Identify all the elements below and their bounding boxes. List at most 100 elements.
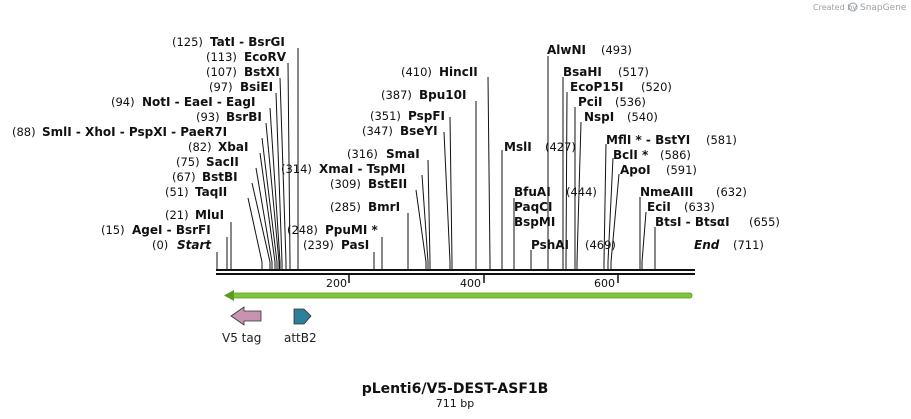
middle-enzyme-labels: (239) PasI (248) PpuMI * (285) BmrI (309… (281, 65, 576, 252)
enzyme-xbai: XbaI (218, 140, 248, 154)
site-num-314: (314) (281, 162, 312, 176)
site-num-410: (410) (401, 65, 432, 79)
enzyme-bfuai: BfuAI (514, 185, 551, 199)
enzyme-paqci: PaqCI (514, 200, 552, 214)
site-num-632: (632) (716, 185, 747, 199)
site-num-444: (444) (566, 185, 597, 199)
site-num-469: (469) (585, 238, 616, 252)
enzyme-smai: SmaI (386, 147, 420, 161)
enzyme-bstbi: BstBI (202, 170, 238, 184)
enzyme-alwni: AlwNI (547, 43, 586, 57)
site-num-517: (517) (618, 65, 649, 79)
site-num-51: (51) (165, 185, 189, 199)
right-enzyme-labels: AlwNI (493) BsaHI (517) EcoP15I (520) Pc… (514, 43, 780, 252)
snapgene-logo-icon (848, 2, 858, 12)
feature-v5-tag[interactable]: V5 tag (222, 306, 262, 345)
site-num-316: (316) (347, 147, 378, 161)
site-num-591: (591) (666, 163, 697, 177)
enzyme-bsrbi: BsrBI (226, 110, 262, 124)
site-num-711: (711) (733, 238, 764, 252)
enzyme-tati-bsrgi: TatI - BsrGI (210, 35, 285, 49)
enzyme-bsahi: BsaHI (563, 65, 602, 79)
site-num-520: (520) (641, 80, 672, 94)
end-label: End (694, 238, 720, 252)
site-num-540: (540) (627, 110, 658, 124)
ruler-tick-label: 200 (326, 277, 347, 290)
enzyme-pcii: PciI (578, 95, 603, 109)
plasmid-title: pLenti6/V5-DEST-ASF1B (362, 381, 549, 397)
ruler: 200 400 600 (326, 275, 619, 290)
left-enzyme-labels: (0) Start (15) AgeI - BsrFI (21) MluI (5… (12, 35, 287, 252)
site-num-88: (88) (12, 125, 36, 139)
enzyme-bspmi: BspMI (514, 215, 555, 229)
enzyme-bseyi: BseYI (400, 124, 438, 138)
start-label: Start (177, 238, 212, 252)
site-num-427: (427) (545, 140, 576, 154)
enzyme-ppumi: PpuMI * (325, 223, 379, 237)
enzyme-pshai: PshAI (531, 238, 569, 252)
enzyme-ecorv: EcoRV (244, 50, 287, 64)
enzyme-pspfi: PspFI (408, 109, 445, 123)
site-num-0: (0) (152, 238, 168, 252)
site-num-93: (93) (196, 110, 220, 124)
brand-text: SnapGene (860, 3, 907, 13)
enzyme-taqii: TaqII (195, 185, 227, 199)
enzyme-bstxi: BstXI (244, 65, 280, 79)
site-num-15: (15) (101, 223, 125, 237)
enzyme-nspi: NspI (584, 110, 614, 124)
enzyme-ecop15i: EcoP15I (570, 80, 624, 94)
enzyme-mlui: MluI (195, 208, 224, 222)
enzyme-agei-bsrfi: AgeI - BsrFI (132, 223, 211, 237)
enzyme-noti-eaei-eagi: NotI - EaeI - EagI (142, 95, 255, 109)
site-num-586: (586) (660, 148, 691, 162)
site-num-82: (82) (188, 140, 212, 154)
enzyme-msli: MslI (504, 140, 532, 154)
enzyme-btsi-btsai: BtsI - BtsαI (655, 215, 730, 229)
v5-tag-arrow-icon (230, 306, 262, 326)
enzyme-apoi: ApoI (620, 163, 651, 177)
enzyme-bcli: BclI * (613, 148, 649, 162)
enzyme-bmri: BmrI (368, 200, 400, 214)
plasmid-length: 711 bp (436, 397, 474, 410)
attb2-arrow-icon (293, 308, 312, 325)
site-num-655: (655) (749, 215, 780, 229)
site-num-107: (107) (206, 65, 237, 79)
site-num-113: (113) (206, 50, 237, 64)
site-num-239: (239) (303, 238, 334, 252)
created-by-text: Created by (813, 3, 857, 12)
enzyme-bsteii: BstEII (368, 177, 407, 191)
site-num-633: (633) (684, 200, 715, 214)
site-num-309: (309) (330, 177, 361, 191)
snapgene-watermark: Created by SnapGene (813, 2, 907, 13)
v5-tag-label: V5 tag (222, 331, 261, 345)
site-num-493: (493) (601, 43, 632, 57)
site-num-536: (536) (615, 95, 646, 109)
site-num-67: (67) (172, 170, 196, 184)
site-num-581: (581) (706, 133, 737, 147)
site-num-94: (94) (111, 95, 135, 109)
enzyme-pasi: PasI (341, 238, 369, 252)
enzyme-sacii: SacII (206, 155, 239, 169)
sequence-backbone (216, 269, 695, 275)
site-num-75: (75) (176, 155, 200, 169)
enzyme-ecii: EciI (647, 200, 671, 214)
ruler-tick-label: 400 (460, 277, 481, 290)
site-num-97: (97) (209, 80, 233, 94)
enzyme-xmai-tspmi: XmaI - TspMI (319, 162, 405, 176)
feature-attb2[interactable]: attB2 (284, 308, 317, 345)
cut-site-connectors (216, 48, 656, 270)
site-num-285: (285) (330, 200, 361, 214)
site-num-351: (351) (370, 109, 401, 123)
site-num-125: (125) (172, 35, 203, 49)
ruler-tick-label: 600 (594, 277, 615, 290)
enzyme-bpu10i: Bpu10I (419, 88, 466, 102)
enzyme-smli-xhoi-pspxi-paer7i: SmlI - XhoI - PspXI - PaeR7I (42, 125, 227, 139)
site-num-387: (387) (381, 88, 412, 102)
enzyme-nmeaiii: NmeAIII (640, 185, 693, 199)
attb2-label: attB2 (284, 331, 317, 345)
enzyme-bsiei: BsiEI (240, 80, 273, 94)
enzyme-mfli-bstyi: MflI * - BstYI (606, 133, 690, 147)
enzyme-hincii: HincII (439, 65, 478, 79)
site-num-21: (21) (165, 208, 189, 222)
